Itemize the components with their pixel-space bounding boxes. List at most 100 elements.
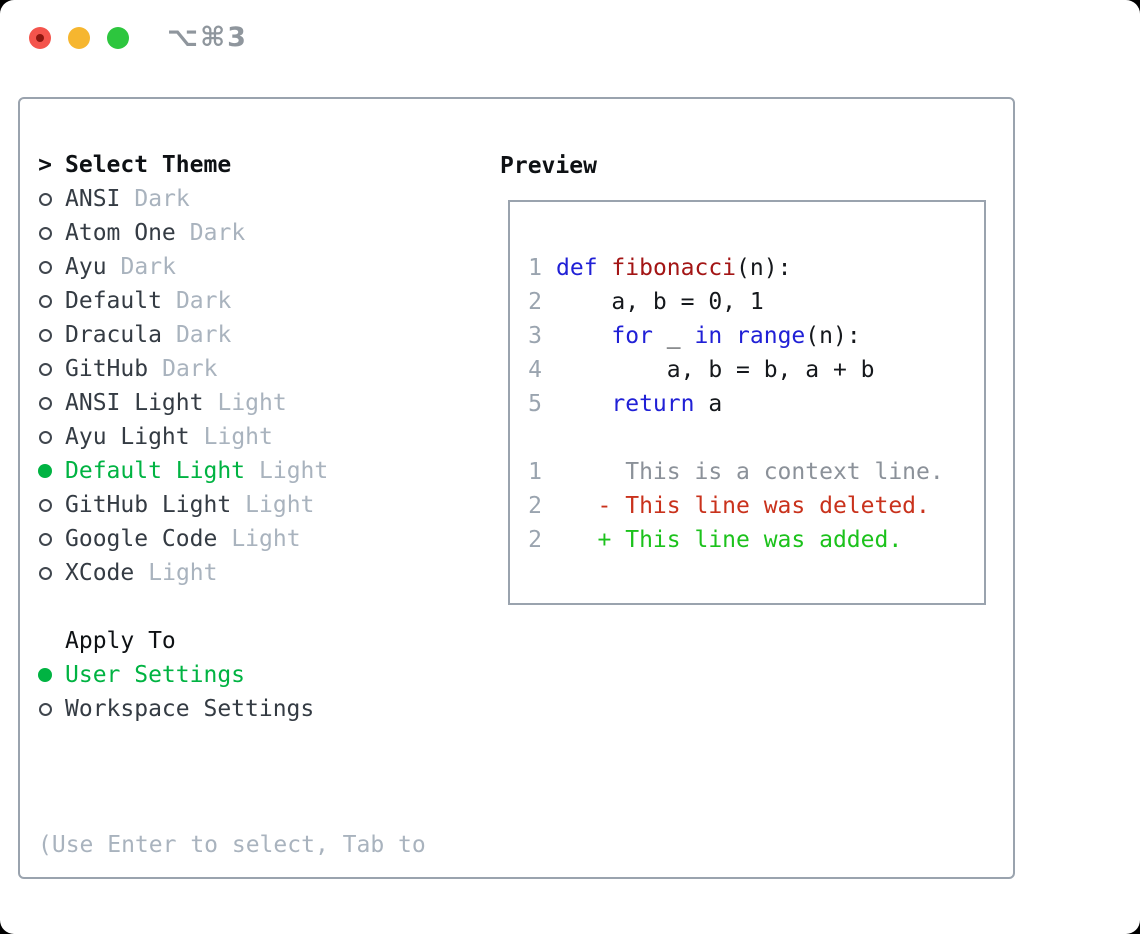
theme-variant-label: Light <box>245 492 315 518</box>
preview-title: Preview <box>500 153 597 179</box>
token-plain: a, b = b, a + b <box>556 357 875 383</box>
line-number: 1 <box>528 255 542 281</box>
radio-icon <box>38 396 52 410</box>
token-context: This is a context line. <box>556 459 944 485</box>
theme-option-ansi-light[interactable]: ANSI Light Light <box>38 386 328 420</box>
theme-variant-label: Dark <box>134 186 190 212</box>
token-plain <box>722 323 736 349</box>
theme-option-label: Atom One <box>65 220 176 246</box>
theme-variant-label: Dark <box>175 288 232 314</box>
zoom-button[interactable] <box>107 27 129 49</box>
code-line: 1 def fibonacci(n): <box>528 251 944 285</box>
blank-line <box>528 421 944 455</box>
theme-option-label: Ayu Light <box>65 424 190 450</box>
apply-to-title-label: Apply To <box>65 628 176 654</box>
diff-line: 2 + This line was added. <box>528 523 944 557</box>
theme-option-label: ANSI <box>65 186 121 212</box>
theme-option-xcode[interactable]: XCode Light <box>38 556 328 590</box>
theme-variant-label: Dark <box>175 322 232 348</box>
line-number: 2 <box>528 289 542 315</box>
line-number: 2 <box>528 527 542 553</box>
radio-icon <box>38 702 52 716</box>
theme-option-label: GitHub <box>65 356 149 382</box>
theme-variant-label: Dark <box>120 254 176 280</box>
apply-option-workspace-settings[interactable]: Workspace Settings <box>38 692 314 726</box>
code-line: 5 return a <box>528 387 944 421</box>
radio-icon <box>38 260 52 274</box>
theme-list-title-label: Select Theme <box>65 152 232 178</box>
theme-option-ayu[interactable]: Ayu Dark <box>38 250 328 284</box>
theme-variant-label: Light <box>217 390 287 416</box>
apply-option-label: Workspace Settings <box>65 696 315 722</box>
radio-icon <box>38 192 52 206</box>
token-keyword: return <box>611 391 695 417</box>
theme-variant-label: Dark <box>162 356 218 382</box>
theme-option-github[interactable]: GitHub Dark <box>38 352 328 386</box>
radio-icon <box>38 532 52 546</box>
radio-icon <box>38 430 52 444</box>
theme-variant-label: Light <box>231 526 301 552</box>
line-number: 1 <box>528 459 542 485</box>
hint-text: (Use Enter to select, Tab to change focu… <box>38 760 426 934</box>
theme-variant-label: Light <box>203 424 273 450</box>
line-number: 5 <box>528 391 542 417</box>
cursor-icon: > <box>38 152 52 178</box>
radio-icon <box>38 566 52 580</box>
token-plain <box>556 323 611 349</box>
token-plain <box>556 391 611 417</box>
theme-option-dracula[interactable]: Dracula Dark <box>38 318 328 352</box>
theme-option-default-light[interactable]: Default Light Light <box>38 454 328 488</box>
token-plain: (n): <box>805 323 861 349</box>
theme-option-label: Ayu <box>65 254 107 280</box>
apply-option-user-settings[interactable]: User Settings <box>38 658 314 692</box>
theme-option-label: Dracula <box>65 322 162 348</box>
apply-to-title: Apply To <box>38 624 314 658</box>
theme-option-label: ANSI Light <box>65 390 204 416</box>
line-number: 3 <box>528 323 542 349</box>
theme-option-ayu-light[interactable]: Ayu Light Light <box>38 420 328 454</box>
close-button[interactable] <box>29 27 51 49</box>
token-plain: _ <box>652 323 695 349</box>
line-number: 4 <box>528 357 542 383</box>
theme-option-github-light[interactable]: GitHub Light Light <box>38 488 328 522</box>
theme-option-label: Default Light <box>65 458 246 484</box>
token-keyword: range <box>736 323 806 349</box>
theme-option-google-code[interactable]: Google Code Light <box>38 522 328 556</box>
theme-option-label: GitHub Light <box>65 492 232 518</box>
minimize-button[interactable] <box>68 27 90 49</box>
theme-variant-label: Dark <box>189 220 246 246</box>
theme-variant-label: Light <box>148 560 218 586</box>
radio-icon <box>38 328 52 342</box>
token-plain: (n): <box>736 255 792 281</box>
line-number: 2 <box>528 493 542 519</box>
token-plain: a <box>694 391 723 417</box>
theme-option-atom-one[interactable]: Atom One Dark <box>38 216 328 250</box>
token-added: + This line was added. <box>556 527 903 553</box>
theme-variant-label: Light <box>259 458 329 484</box>
radio-selected-icon <box>38 464 52 478</box>
theme-option-ansi[interactable]: ANSI Dark <box>38 182 328 216</box>
code-line: 2 a, b = 0, 1 <box>528 285 944 319</box>
hint-line-1: (Use Enter to select, Tab to <box>38 832 426 858</box>
hint-line-2: change focus) <box>38 930 426 934</box>
window-shortcut-label: ⌥⌘3 <box>167 22 248 53</box>
token-plain <box>598 255 612 281</box>
token-keyword: def <box>556 255 598 281</box>
token-function: fibonacci <box>611 255 737 281</box>
token-plain: a, b = 0, 1 <box>556 289 764 315</box>
theme-option-label: Google Code <box>65 526 218 552</box>
apply-option-label: User Settings <box>65 662 246 688</box>
theme-option-label: XCode <box>65 560 135 586</box>
token-keyword: in <box>694 323 723 349</box>
radio-icon <box>38 294 52 308</box>
token-deleted: - This line was deleted. <box>556 493 930 519</box>
code-line: 3 for _ in range(n): <box>528 319 944 353</box>
radio-icon <box>38 226 52 240</box>
